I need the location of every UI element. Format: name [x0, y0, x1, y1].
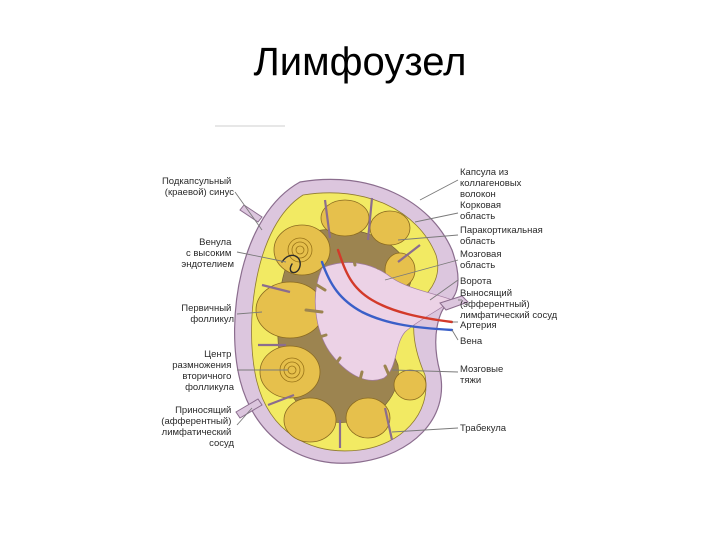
- label-cortex: Корковая область: [460, 200, 504, 222]
- vein: [320, 260, 454, 332]
- label-germinal-center: Центр размножения вторичного фолликула: [172, 349, 234, 393]
- afferent-lymphatic-vessel-top: [239, 204, 263, 223]
- follicles: [255, 199, 427, 443]
- label-capsule: Капсула из коллагеновых волокон: [460, 167, 524, 200]
- label-trabecula: Трабекула: [460, 423, 507, 434]
- left-labels: Подкапсульный (краевой) синус Венула с в…: [161, 176, 234, 449]
- label-hev: Венула с высоким эндотелием: [181, 237, 234, 270]
- trabeculae: [258, 197, 421, 448]
- artery: [336, 248, 454, 324]
- high-endothelial-venule: [281, 254, 301, 274]
- label-hilum: Ворота: [460, 276, 492, 287]
- label-artery: Артерия: [460, 320, 497, 331]
- efferent-lymphatic-vessel: [439, 295, 469, 311]
- label-subcapsular-sinus: Подкапсульный (краевой) синус: [162, 176, 234, 198]
- blood-vessels: [281, 248, 454, 332]
- leader-lines: [234, 179, 462, 433]
- label-paracortex: Паракортикальная область: [460, 225, 545, 247]
- right-labels: Капсула из коллагеновых волокон Корковая…: [460, 167, 558, 434]
- label-vein: Вена: [460, 336, 483, 347]
- medullary-cords: [304, 250, 394, 390]
- label-efferent-vessel: Выносящий (эфферентный) лимфатический со…: [460, 288, 558, 321]
- lymphatic-vessels: [235, 204, 469, 419]
- slide-title: Лимфоузел: [253, 40, 467, 84]
- label-medulla: Мозговая область: [460, 249, 504, 271]
- label-primary-follicle: Первичный фолликул: [181, 303, 234, 325]
- label-medullary-cords: Мозговые тяжи: [460, 364, 506, 386]
- label-afferent-vessel: Приносящий (афферентный) лимфатический с…: [161, 405, 234, 449]
